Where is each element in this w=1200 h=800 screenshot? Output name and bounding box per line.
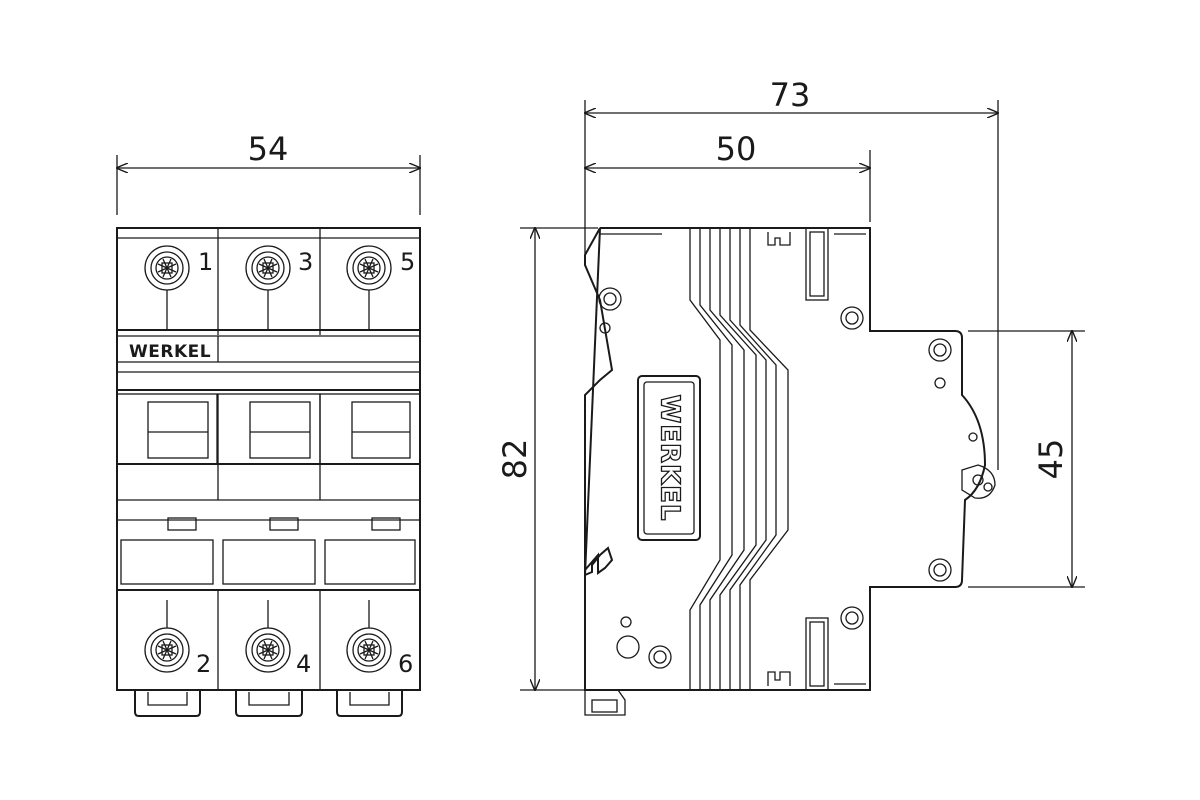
top-notch xyxy=(767,232,791,246)
screw-terminal-2-icon xyxy=(144,627,190,673)
width-dimension-label: 54 xyxy=(248,130,289,168)
rail-depth-label: 50 xyxy=(716,130,757,168)
terminal-label-3: 3 xyxy=(298,248,313,276)
indicator-windows xyxy=(117,517,420,690)
toggle-lever xyxy=(961,464,996,499)
toggle-handles xyxy=(116,393,421,501)
rivet-hole-icon xyxy=(648,645,672,669)
bottom-notch xyxy=(767,671,791,686)
height-dimension: 82 xyxy=(496,228,598,690)
depth-dimensions: 73 50 xyxy=(585,76,998,470)
front-height-label: 45 xyxy=(1032,439,1070,480)
height-label: 82 xyxy=(496,439,534,480)
front-height-dimension: 45 xyxy=(968,331,1085,587)
rivet-hole-icon xyxy=(840,306,864,330)
bottom-slot xyxy=(805,617,829,691)
brand-label: WERKEL xyxy=(129,342,211,362)
rivet-hole-icon xyxy=(928,558,952,582)
screw-terminal-5-icon xyxy=(346,245,392,291)
side-brand-plate: WERKEL xyxy=(637,375,701,541)
terminal-label-6: 6 xyxy=(398,650,413,678)
terminal-label-2: 2 xyxy=(196,650,211,678)
side-brand-label: WERKEL xyxy=(655,395,685,522)
terminal-label-5: 5 xyxy=(400,248,415,276)
din-latch xyxy=(584,689,626,716)
screw-terminal-6-icon xyxy=(346,627,392,673)
side-view: 73 50 82 45 xyxy=(496,76,1085,716)
terminal-label-1: 1 xyxy=(198,248,213,276)
total-depth-label: 73 xyxy=(770,76,811,114)
screw-terminal-4-icon xyxy=(245,627,291,673)
din-clips xyxy=(134,690,403,717)
screw-terminal-1-icon xyxy=(144,245,190,291)
ribs xyxy=(689,228,789,690)
front-view: 54 WERKEL xyxy=(116,130,421,717)
rivet-hole-icon xyxy=(598,287,622,311)
top-slot xyxy=(805,227,829,301)
rivet-hole-icon xyxy=(928,338,952,362)
screw-terminal-3-icon xyxy=(245,245,291,291)
side-body-outline xyxy=(584,227,987,691)
terminal-label-4: 4 xyxy=(296,650,311,678)
rivet-hole-icon xyxy=(840,606,864,630)
width-dimension: 54 xyxy=(117,130,420,215)
